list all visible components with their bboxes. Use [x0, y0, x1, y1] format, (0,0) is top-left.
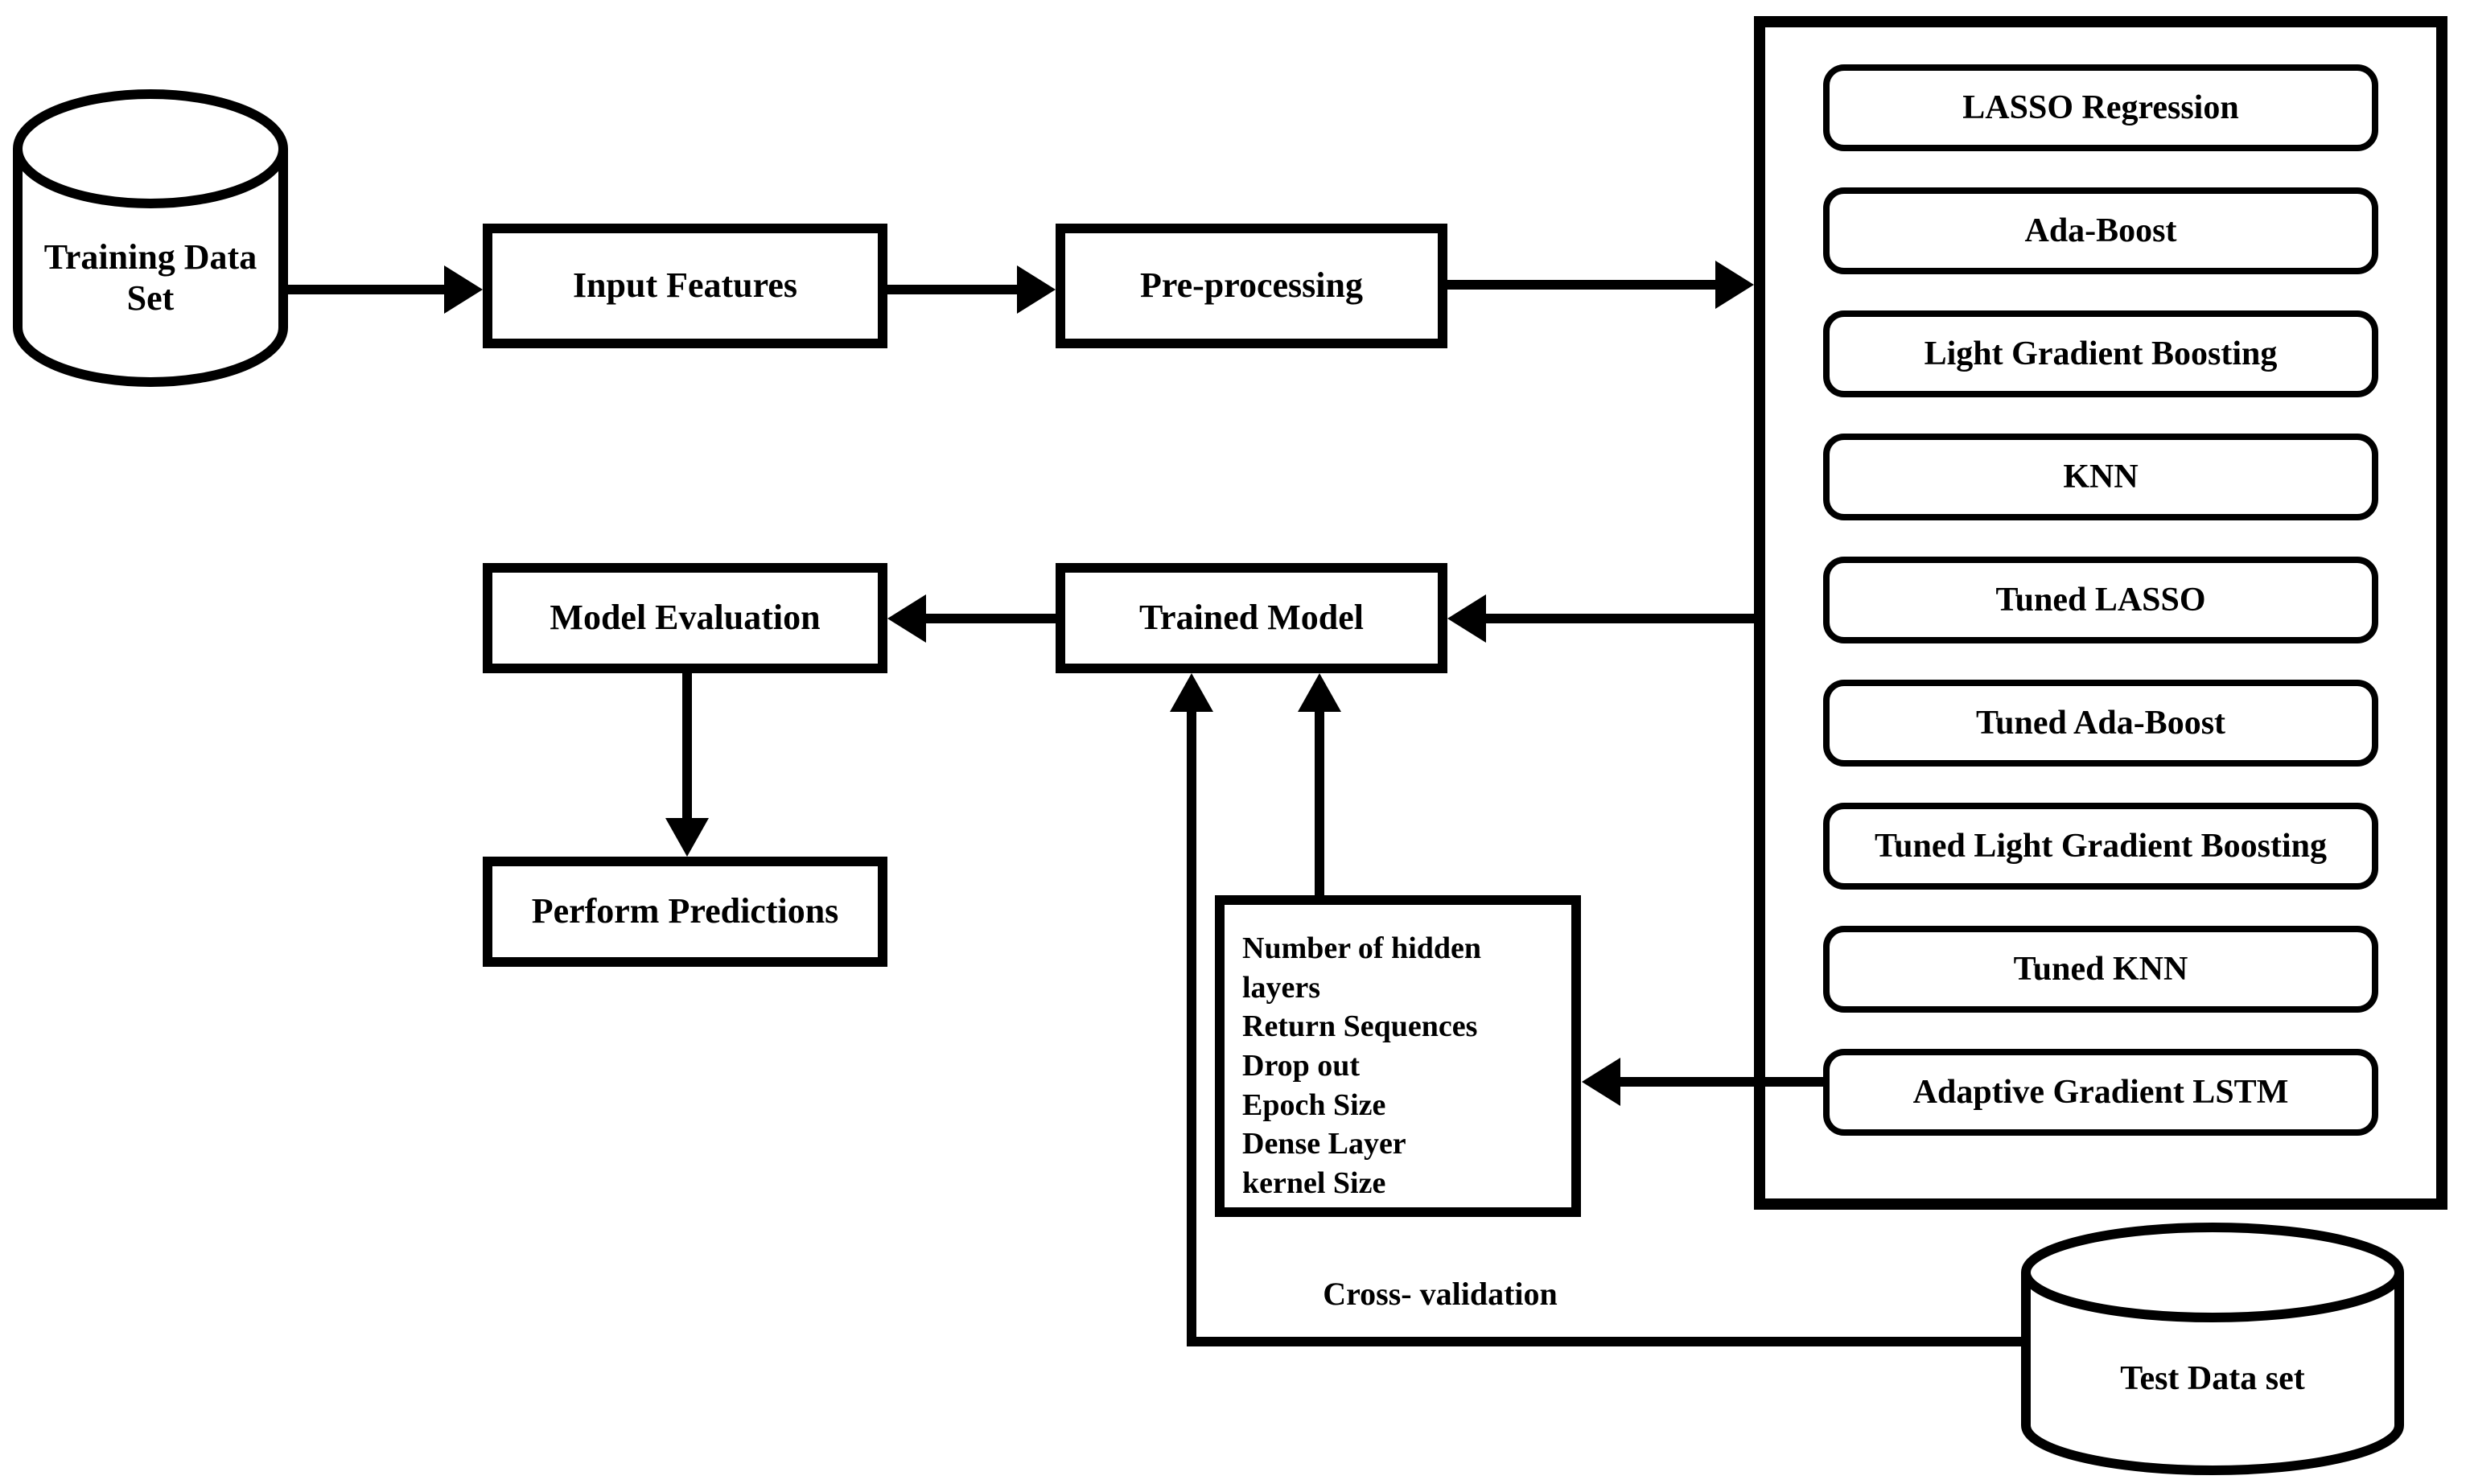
- hyperparameter-item: kernel Size: [1242, 1165, 1386, 1200]
- arrow-line-input-to-preprocessing: [887, 285, 1017, 294]
- arrow-line-hyperparams-to-trained: [1315, 712, 1324, 895]
- hyperparameter-item: Epoch Size: [1242, 1087, 1386, 1122]
- model-box-tuned-light-gradient-boosting: Tuned Light Gradient Boosting: [1823, 803, 2378, 890]
- arrow-line-training-to-input: [288, 285, 447, 294]
- database-cylinder-icon: [2021, 1223, 2404, 1475]
- preprocessing-label: Pre-processing: [1140, 265, 1363, 306]
- input-features-label: Input Features: [572, 265, 798, 306]
- arrow-line-evaluation-to-predictions: [682, 673, 692, 820]
- test-data-cylinder: [2019, 1223, 2406, 1482]
- arrowhead-panel-to-trained-model: [1447, 594, 1486, 643]
- model-label: Ada-Boost: [2024, 212, 2177, 249]
- trained-model-box: Trained Model: [1056, 563, 1447, 673]
- arrowhead-trained-to-evaluation: [887, 594, 926, 643]
- model-label: Tuned Ada-Boost: [1975, 705, 2226, 742]
- model-box-knn: KNN: [1823, 434, 2378, 520]
- arrow-line-preprocessing-to-panel: [1447, 280, 1715, 290]
- arrowhead-hyperparams-to-trained: [1298, 673, 1341, 712]
- input-features-box: Input Features: [483, 224, 887, 348]
- hyperparameter-item: Number of hidden layers: [1242, 931, 1482, 1005]
- arrow-line-lstm-to-hyperparams: [1620, 1077, 1823, 1087]
- model-label: Tuned KNN: [2013, 951, 2188, 988]
- perform-predictions-label: Perform Predictions: [531, 891, 839, 931]
- training-data-cylinder: [13, 89, 288, 388]
- preprocessing-box: Pre-processing: [1056, 224, 1447, 348]
- arrowhead-preprocessing-to-panel: [1715, 261, 1754, 309]
- model-box-light-gradient-boosting: Light Gradient Boosting: [1823, 310, 2378, 397]
- model-box-tuned-knn: Tuned KNN: [1823, 926, 2378, 1013]
- model-evaluation-box: Model Evaluation: [483, 563, 887, 673]
- hyperparameter-item: Return Sequences: [1242, 1009, 1478, 1044]
- arrow-line-trained-to-evaluation: [926, 614, 1056, 623]
- cross-validation-horizontal-line: [1187, 1337, 2023, 1346]
- model-label: Light Gradient Boosting: [1924, 335, 2278, 372]
- arrowhead-lstm-to-hyperparams: [1582, 1058, 1620, 1106]
- model-label: Adaptive Gradient LSTM: [1912, 1074, 2289, 1111]
- arrow-line-panel-to-trained-model: [1486, 614, 1754, 623]
- models-panel: LASSO Regression Ada-Boost Light Gradien…: [1754, 16, 2447, 1210]
- model-box-ada-boost: Ada-Boost: [1823, 187, 2378, 274]
- hyperparameters-box: Number of hidden layers Return Sequences…: [1215, 895, 1581, 1217]
- model-box-lasso-regression: LASSO Regression: [1823, 64, 2378, 151]
- model-label: LASSO Regression: [1962, 89, 2239, 126]
- training-data-label: Training Data Set: [43, 237, 257, 318]
- model-label: Tuned Light Gradient Boosting: [1874, 828, 2328, 865]
- arrowhead-training-to-input: [444, 265, 483, 314]
- trained-model-label: Trained Model: [1138, 598, 1365, 638]
- model-label: Tuned LASSO: [1995, 582, 2206, 619]
- arrowhead-evaluation-to-predictions: [665, 818, 709, 857]
- cross-validation-vertical-line: [1187, 712, 1196, 1346]
- hyperparameter-item: Drop out: [1242, 1048, 1361, 1083]
- model-box-tuned-lasso: Tuned LASSO: [1823, 557, 2378, 643]
- hyperparameter-item: Dense Layer: [1242, 1127, 1406, 1161]
- cross-validation-label: Cross- validation: [1323, 1276, 1558, 1312]
- model-evaluation-label: Model Evaluation: [550, 598, 821, 638]
- model-label: KNN: [2063, 458, 2139, 495]
- database-cylinder-icon: [13, 89, 288, 387]
- model-box-adaptive-gradient-lstm: Adaptive Gradient LSTM: [1823, 1049, 2378, 1136]
- arrowhead-input-to-preprocessing: [1017, 265, 1056, 314]
- test-data-label: Test Data set: [2120, 1360, 2305, 1397]
- arrowhead-crossvalidation-to-trained: [1170, 673, 1213, 712]
- perform-predictions-box: Perform Predictions: [483, 857, 887, 967]
- model-box-tuned-ada-boost: Tuned Ada-Boost: [1823, 680, 2378, 767]
